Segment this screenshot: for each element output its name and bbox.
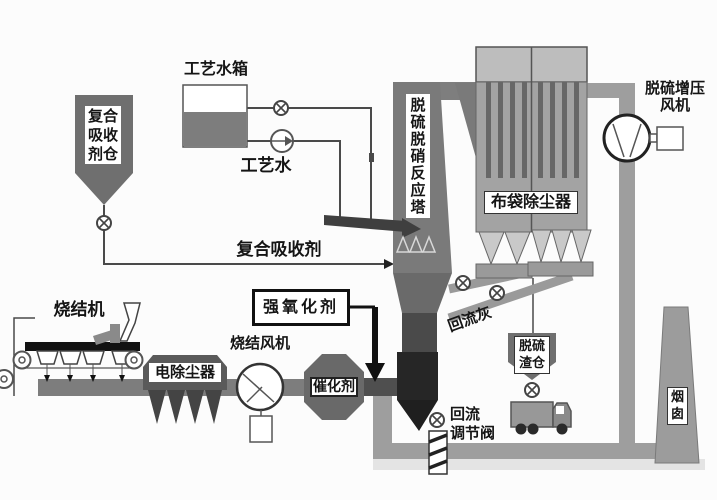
chimney-label: 烟囱 [667,387,688,425]
sinter-bed [25,342,140,351]
inlet-baffle [455,83,476,158]
esp-label: 电除尘器 [149,363,221,382]
esp-hoppers [148,390,222,424]
bag-filter [455,46,594,279]
valve-icon [455,275,471,291]
valve-icon [273,100,289,116]
slag-silo-label: 脱硫渣仓 [514,336,550,374]
oxidizer-injection-arrow [350,305,385,382]
absorbent-silo-label: 复合吸收剂仓 [85,106,121,164]
spray-nozzle-icons [395,234,437,253]
water-pump-pipe [247,140,341,222]
sintering-fan-label: 烧结风机 [229,334,290,353]
truck-icon [510,401,572,435]
feed-chute [93,302,141,345]
reaction-tower-label: 脱硫脱硝反应塔 [406,94,430,218]
drop-arrowheads [44,375,125,382]
valve-icon [524,382,540,398]
bag-filter-label: 布袋除尘器 [484,191,578,214]
water-tank-label: 工艺水箱 [183,58,248,78]
return-valve-label: 回流 调节阀 [450,405,496,442]
chimney [654,306,700,464]
strong-oxidizer-label: 强氧化剂 [252,289,350,326]
hopper-trough-left [475,263,533,279]
valve-icon [429,412,445,428]
booster-fan-icon [602,113,684,163]
valve-icon [489,285,505,301]
filter-bags [486,82,579,178]
absorbent-pipe [103,205,384,265]
dust-hoppers [478,229,592,266]
injection-lance [324,215,421,238]
water-pump-icon [270,129,294,153]
machine-frame-line [13,317,35,396]
booster-fan-motor [656,126,684,151]
pallet-cars [35,350,135,365]
sintering-machine [0,302,144,389]
catalyst-label: 催化剂 [310,377,358,397]
process-water-tank [182,84,248,148]
sintering-fan-icon [235,362,285,443]
valve-icon [96,215,112,231]
composite-absorbent-label: 复合吸收剂 [236,240,322,261]
booster-fan-label: 脱硫增压 风机 [644,78,705,114]
fan-motor [249,415,273,443]
ground-shadow [373,459,705,470]
process-water-label: 工艺水 [240,156,292,177]
windbox-drop-lines [46,364,123,377]
sintering-machine-label: 烧结机 [53,300,105,321]
pipe-node [369,153,374,162]
return-regulating-valve [428,430,448,475]
hopper-trough-right [527,261,594,277]
absorbent-arrowhead [384,259,394,269]
end-rollers [12,350,144,370]
